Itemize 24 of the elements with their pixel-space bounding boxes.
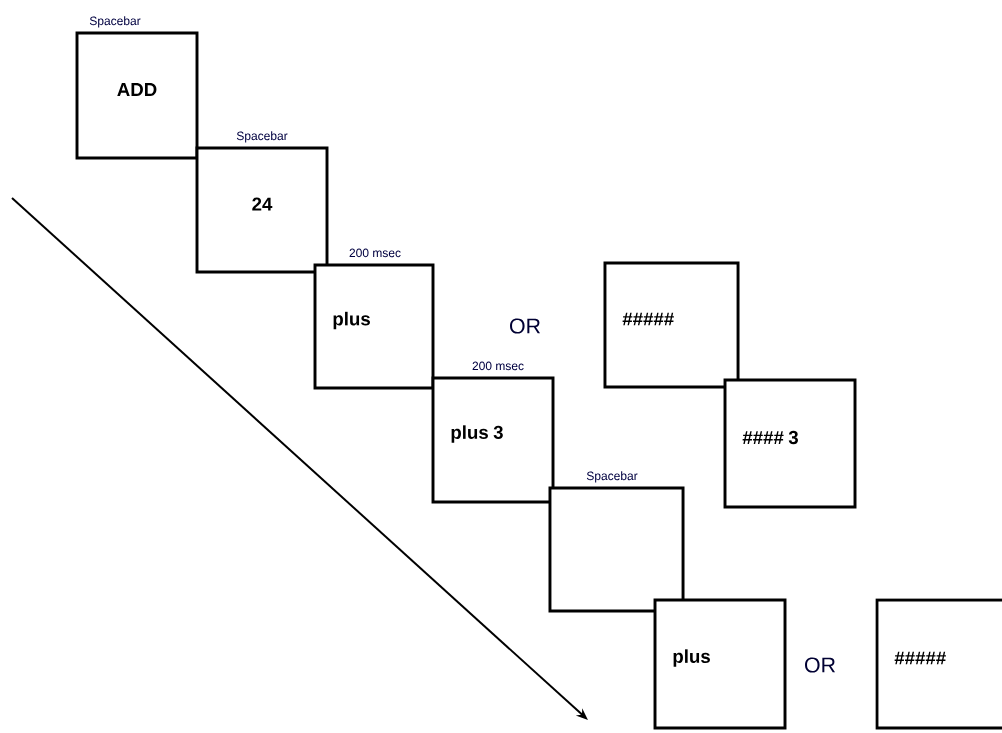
- stimulus-text: plus: [333, 311, 370, 330]
- timing-label: 200 msec: [349, 248, 401, 258]
- timing-label: Spacebar: [586, 471, 638, 483]
- timing-label: Spacebar: [236, 131, 288, 143]
- timing-label: Spacebar: [89, 16, 141, 28]
- stimulus-text: #### 3: [742, 430, 798, 445]
- stimulus-box: [653, 598, 787, 730]
- stimulus-box: [75, 31, 199, 160]
- stimulus-text: #####: [894, 651, 946, 665]
- or-label: OR: [805, 657, 835, 673]
- stimulus-box: [195, 146, 329, 274]
- stimulus-text: #####: [622, 312, 674, 326]
- stimulus-text: 24: [252, 197, 273, 211]
- stimulus-box: [603, 261, 740, 389]
- stimulus-text: plus 3: [451, 425, 503, 443]
- stimulus-box: [875, 598, 1002, 730]
- blank-screen-box: [548, 486, 685, 613]
- timing-label: 200 msec: [472, 361, 524, 371]
- or-label: OR: [510, 318, 540, 334]
- stimulus-box: [431, 376, 555, 504]
- stimulus-text: ADD: [117, 83, 157, 96]
- stimulus-text: plus: [673, 649, 710, 667]
- stimulus-box: [723, 378, 857, 509]
- stimulus-box: [313, 263, 435, 390]
